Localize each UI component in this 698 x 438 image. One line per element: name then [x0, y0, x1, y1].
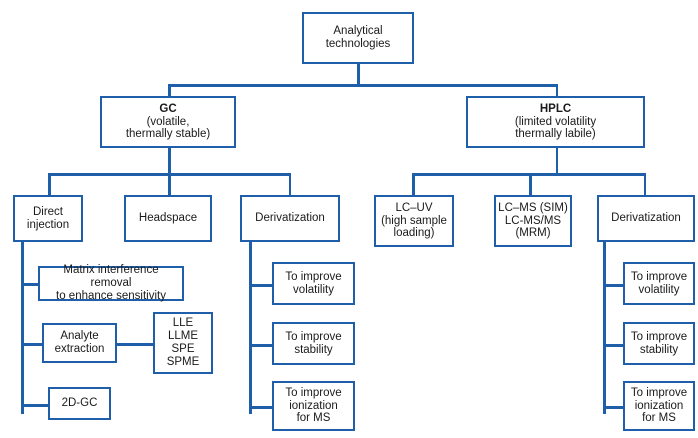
- node-gc-head: GC: [159, 102, 177, 115]
- connector-direct-injection-b2: [21, 343, 42, 346]
- connector-hplc-to-lc-uv: [412, 173, 415, 195]
- node-gc-derivatization[interactable]: Derivatization: [240, 195, 340, 242]
- node-lc-ms[interactable]: LC–MS (SIM) LC-MS/MS (MRM): [494, 195, 572, 247]
- connector-gc-derivatization-spine: [249, 242, 252, 414]
- node-2d-gc[interactable]: 2D-GC: [48, 387, 111, 420]
- connector-gc-to-derivatization: [288, 173, 291, 195]
- connector-gc-stem: [168, 148, 171, 175]
- node-analyte-extraction[interactable]: Analyte extraction: [42, 323, 117, 363]
- connector-direct-injection-b1: [21, 283, 38, 286]
- node-lc-uv[interactable]: LC–UV (high sample loading): [374, 195, 454, 247]
- node-hplc-derivatization[interactable]: Derivatization: [597, 195, 695, 242]
- connector-hplc-deriv-b3: [603, 406, 623, 409]
- connector-hplc-deriv-b1: [603, 284, 623, 287]
- node-hplc-sub: (limited volatility thermally labile): [514, 115, 597, 141]
- connector-gc-to-headspace: [168, 173, 171, 195]
- node-gc[interactable]: GC (volatile, thermally stable): [100, 96, 236, 148]
- connector-hplc-to-derivatization: [643, 173, 646, 195]
- connector-direct-injection-spine: [21, 242, 24, 414]
- connector-gc-deriv-b3: [249, 406, 272, 409]
- connector-hplc-derivatization-spine: [603, 242, 606, 414]
- node-hplc[interactable]: HPLC (limited volatility thermally labil…: [466, 96, 645, 148]
- connector-hplc-stem: [555, 148, 558, 175]
- node-analytical-technologies[interactable]: Analytical technologies: [302, 12, 414, 64]
- node-hplc-deriv-improve-stability[interactable]: To improve stability: [623, 322, 695, 365]
- connector-gc-deriv-b1: [249, 284, 272, 287]
- connector-analyte-extraction-to-lle: [117, 343, 153, 346]
- connector-hplc-deriv-b2: [603, 344, 623, 347]
- connector-gc-deriv-b2: [249, 344, 272, 347]
- node-matrix-interference-removal[interactable]: Matrix interference removal to enhance s…: [38, 264, 184, 302]
- node-gc-deriv-improve-volatility[interactable]: To improve volatility: [272, 262, 355, 305]
- connector-root-bus: [168, 84, 558, 87]
- node-extraction-techniques[interactable]: LLE LLME SPE SPME: [153, 312, 213, 374]
- connector-hplc-to-lc-ms: [529, 173, 532, 195]
- node-headspace[interactable]: Headspace: [124, 195, 212, 242]
- node-direct-injection[interactable]: Direct injection: [13, 195, 83, 242]
- connector-root-stem: [357, 64, 360, 86]
- node-gc-deriv-improve-stability[interactable]: To improve stability: [272, 322, 355, 365]
- node-gc-sub: (volatile, thermally stable): [125, 115, 211, 141]
- node-hplc-deriv-improve-ionization[interactable]: To improve ionization for MS: [623, 381, 695, 431]
- connector-to-hplc: [555, 84, 558, 98]
- node-hplc-deriv-improve-volatility[interactable]: To improve volatility: [623, 262, 695, 305]
- node-hplc-head: HPLC: [539, 102, 572, 115]
- connector-gc-to-direct-injection: [48, 173, 51, 195]
- node-gc-deriv-improve-ionization[interactable]: To improve ionization for MS: [272, 381, 355, 431]
- connector-direct-injection-b3: [21, 404, 48, 407]
- connector-to-gc: [168, 84, 171, 98]
